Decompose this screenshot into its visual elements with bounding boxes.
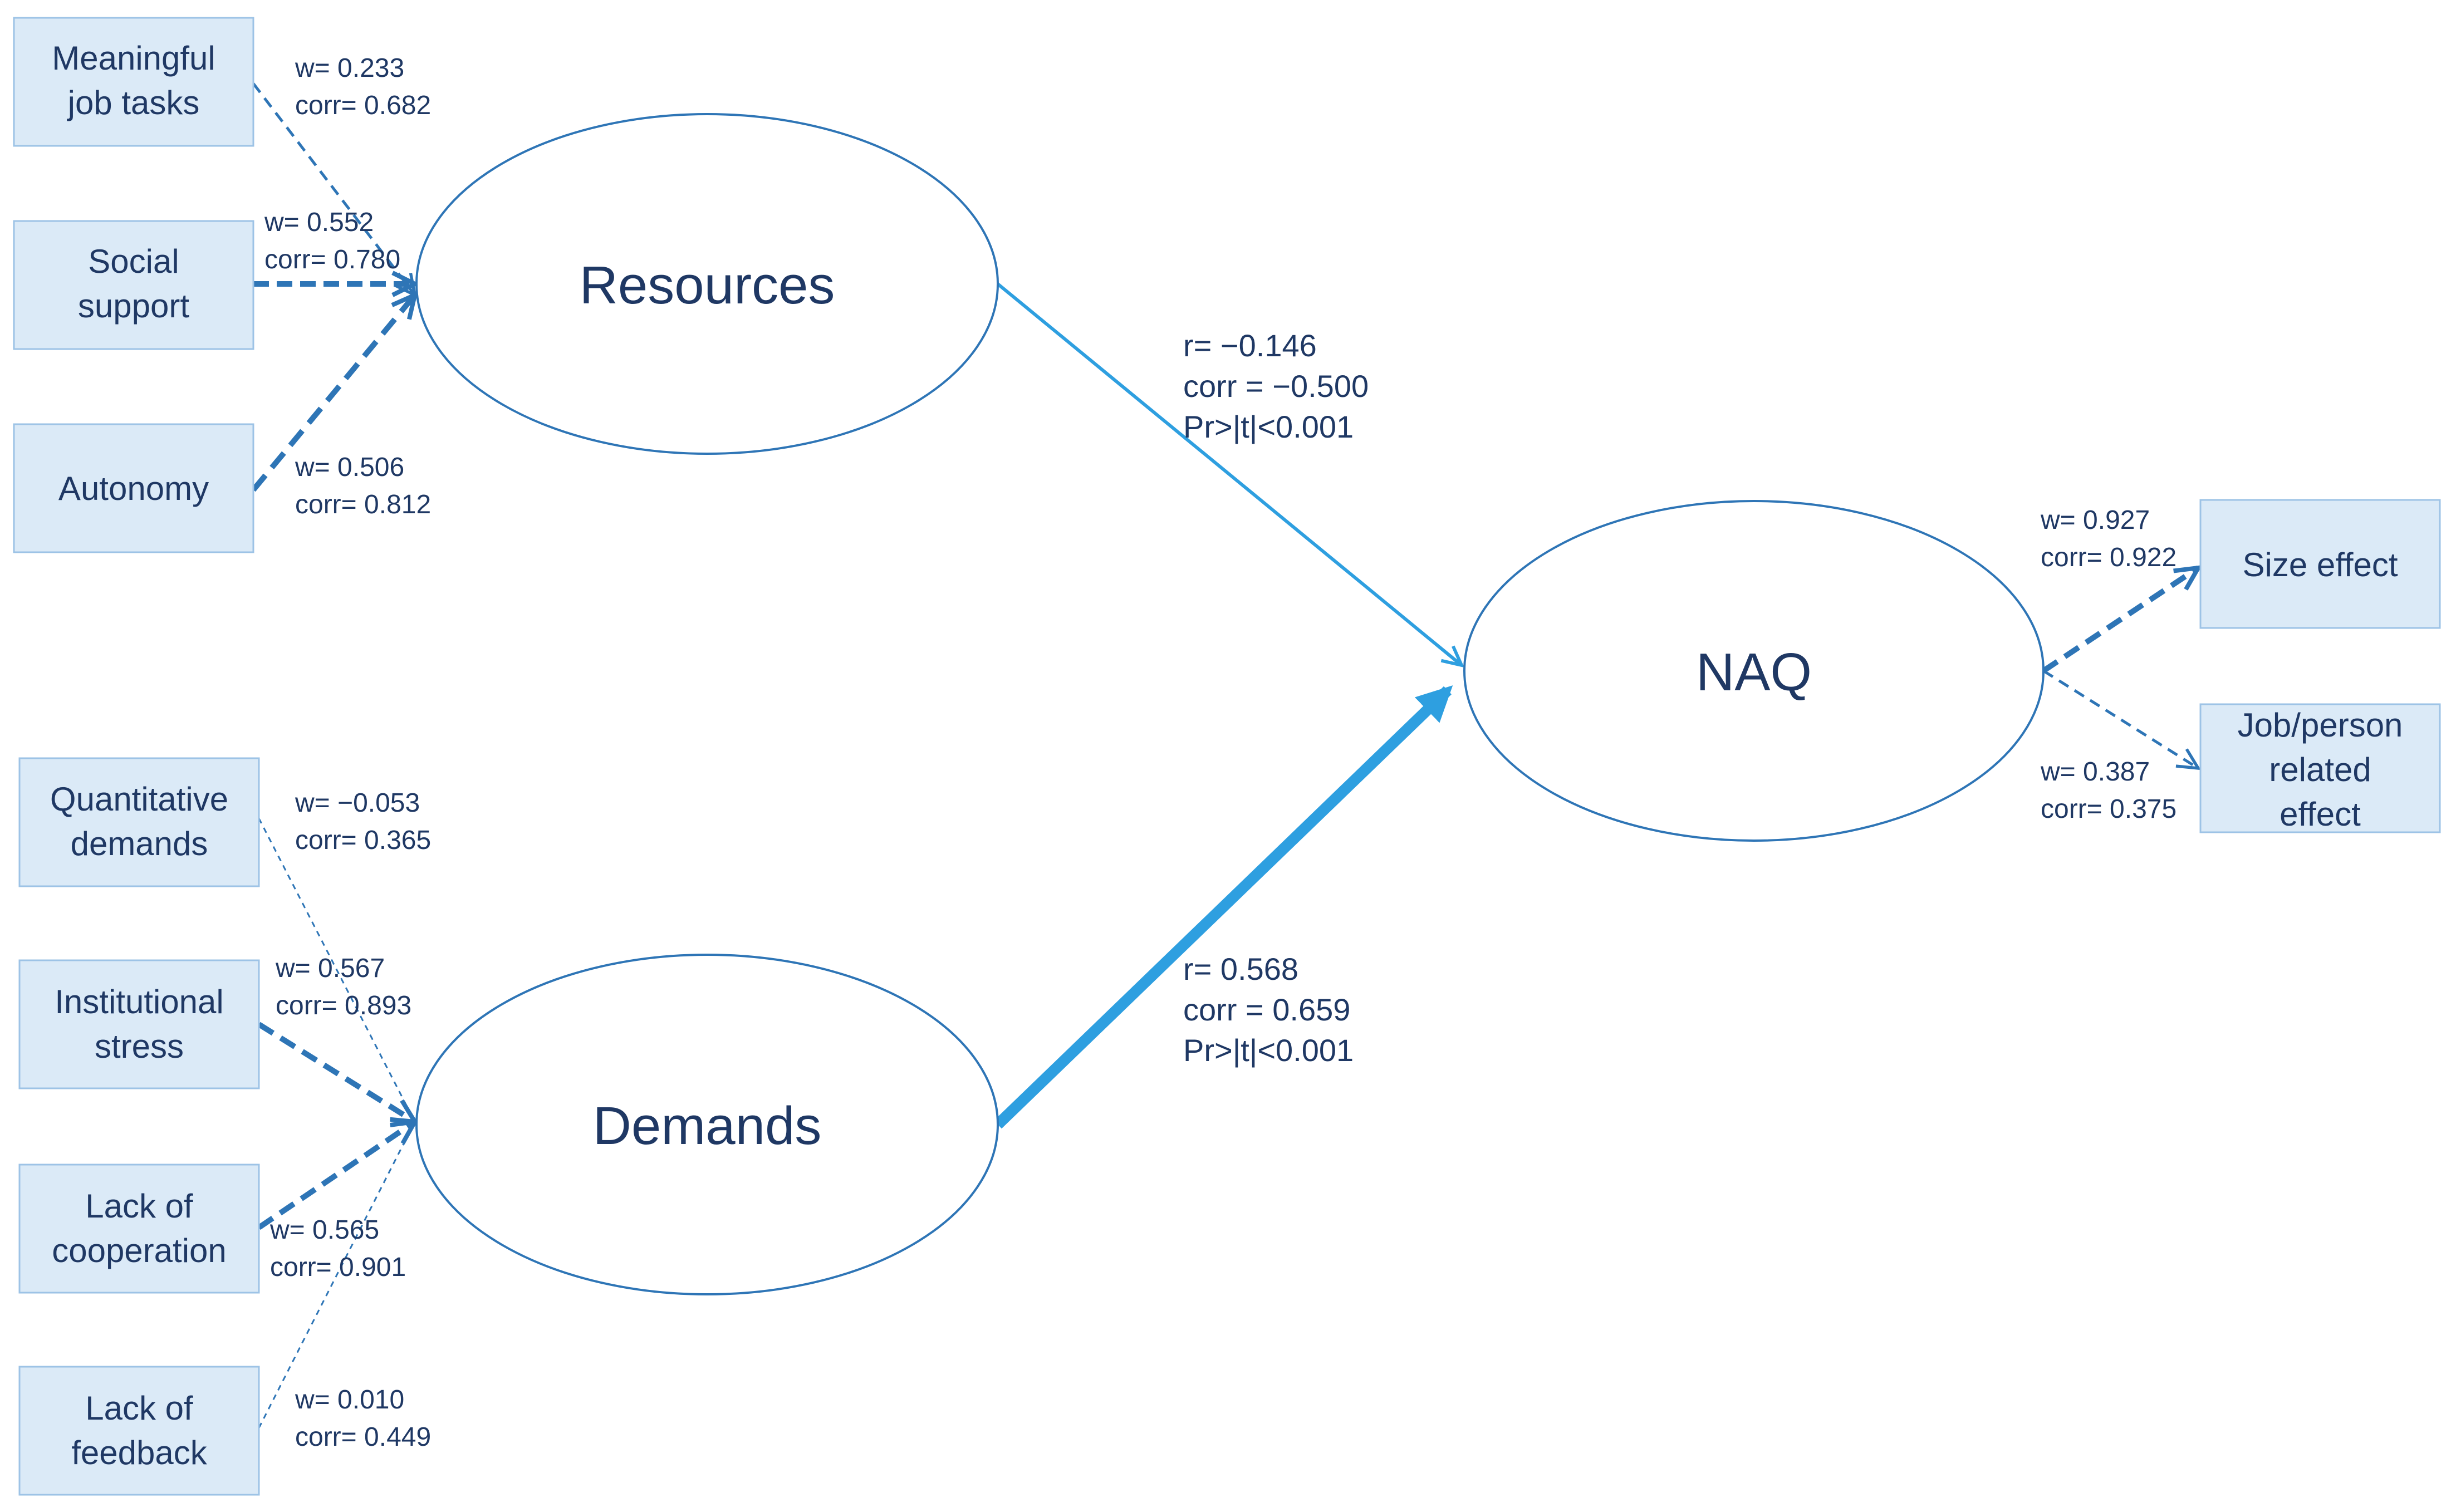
- weight-label: w= 0.233: [295, 53, 404, 83]
- weights-autonomy: w= 0.506 corr= 0.812: [295, 453, 431, 519]
- weight-label: w= 0.387: [2040, 757, 2150, 787]
- weight-label: w= −0.053: [295, 788, 420, 818]
- latent-demands: Demands: [415, 954, 999, 1295]
- latent-naq: NAQ: [1463, 500, 2045, 842]
- naq-label: NAQ: [1696, 642, 1812, 702]
- path-stats-demands-naq: r= 0.568 corr = 0.659 Pr>|t|<0.001: [1183, 951, 1354, 1068]
- corr-label: corr= 0.780: [264, 245, 400, 274]
- indicator-line2: stress: [95, 1028, 184, 1065]
- resources-ellipse: [415, 113, 999, 455]
- arrow-naq-to-job-person: [2042, 669, 2198, 768]
- naq-ellipse: [1463, 500, 2045, 842]
- arrow-cooperation-to-demands: [257, 1122, 415, 1230]
- indicator-line2: job tasks: [67, 84, 200, 121]
- indicator-line1: Job/person: [2238, 706, 2403, 744]
- arrow-naq-to-size-effect: [2042, 568, 2198, 674]
- indicator-line2: demands: [71, 825, 208, 862]
- indicator-line1: Lack of: [85, 1187, 193, 1225]
- indicator-line1: Autonomy: [58, 470, 209, 507]
- path-p-label: Pr>|t|<0.001: [1183, 409, 1354, 444]
- indicator-line2: feedback: [71, 1434, 208, 1471]
- weights-size-effect: w= 0.927 corr= 0.922: [2040, 505, 2177, 572]
- indicator-line2: related: [2269, 751, 2371, 788]
- indicator-quantitative-demands: Quantitative demands: [18, 757, 260, 887]
- weights-lack-of-feedback: w= 0.010 corr= 0.449: [295, 1385, 431, 1452]
- indicator-social-support: Social support: [13, 220, 254, 350]
- latent-resources: Resources: [415, 113, 999, 455]
- indicator-size-effect: Size effect: [2199, 499, 2441, 629]
- corr-label: corr= 0.922: [2041, 543, 2177, 572]
- indicator-line1: Social: [88, 243, 179, 280]
- path-r-label: r= −0.146: [1183, 328, 1317, 363]
- indicator-institutional-stress: Institutional stress: [18, 959, 260, 1089]
- weights-institutional-stress: w= 0.567 corr= 0.893: [275, 954, 411, 1020]
- corr-label: corr= 0.893: [276, 991, 411, 1020]
- corr-label: corr= 0.365: [295, 826, 431, 855]
- corr-label: corr= 0.682: [295, 91, 431, 120]
- weights-social-support: w= 0.552 corr= 0.780: [264, 208, 400, 274]
- weight-label: w= 0.010: [295, 1385, 404, 1415]
- path-resources-to-naq: [997, 282, 1462, 665]
- arrow-quantitative-to-demands: [258, 818, 416, 1122]
- weights-quantitative-demands: w= −0.053 corr= 0.365: [295, 788, 431, 855]
- path-demands-to-naq: [994, 685, 1453, 1129]
- indicator-line1: Institutional: [55, 983, 224, 1020]
- indicator-meaningful-job-tasks: Meaningful job tasks: [13, 17, 254, 147]
- indicator-line1: Meaningful: [52, 40, 215, 77]
- weight-label: w= 0.552: [264, 208, 374, 237]
- weight-label: w= 0.506: [295, 453, 404, 482]
- resources-label: Resources: [580, 256, 835, 315]
- corr-label: corr= 0.812: [295, 490, 431, 519]
- indicator-line1: Quantitative: [50, 780, 228, 818]
- arrow-meaningful-to-resources: [252, 82, 415, 295]
- path-corr-label: corr = 0.659: [1183, 992, 1350, 1027]
- weights-lack-of-cooperation: w= 0.565 corr= 0.901: [269, 1215, 406, 1282]
- indicator-line1: Lack of: [85, 1390, 193, 1427]
- path-r-label: r= 0.568: [1183, 951, 1298, 986]
- indicator-autonomy: Autonomy: [13, 423, 254, 553]
- path-corr-label: corr = −0.500: [1183, 369, 1369, 404]
- arrow-autonomy-to-resources: [251, 295, 415, 492]
- indicator-line3: effect: [2280, 796, 2361, 833]
- indicator-line2: support: [78, 287, 189, 325]
- indicator-lack-of-feedback: Lack of feedback: [18, 1366, 260, 1496]
- arrow-institutional-to-demands: [257, 1022, 415, 1122]
- arrow-feedback-to-demands: [258, 1121, 416, 1428]
- weights-meaningful-job-tasks: w= 0.233 corr= 0.682: [295, 53, 431, 120]
- weight-label: w= 0.565: [269, 1215, 379, 1245]
- weight-label: w= 0.567: [275, 954, 385, 983]
- path-p-label: Pr>|t|<0.001: [1183, 1033, 1354, 1068]
- path-stats-resources-naq: r= −0.146 corr = −0.500 Pr>|t|<0.001: [1183, 328, 1369, 444]
- demands-ellipse: [415, 954, 999, 1295]
- corr-label: corr= 0.375: [2041, 794, 2177, 824]
- indicator-line1: Size effect: [2242, 546, 2398, 583]
- indicator-line2: cooperation: [52, 1232, 227, 1269]
- corr-label: corr= 0.901: [270, 1253, 406, 1282]
- demands-label: Demands: [593, 1096, 822, 1156]
- corr-label: corr= 0.449: [295, 1422, 431, 1452]
- indicator-job-person-related-effect: Job/person related effect: [2199, 703, 2441, 833]
- indicator-lack-of-cooperation: Lack of cooperation: [18, 1164, 260, 1294]
- weight-label: w= 0.927: [2040, 505, 2150, 535]
- weights-job-person-related-effect: w= 0.387 corr= 0.375: [2040, 757, 2177, 824]
